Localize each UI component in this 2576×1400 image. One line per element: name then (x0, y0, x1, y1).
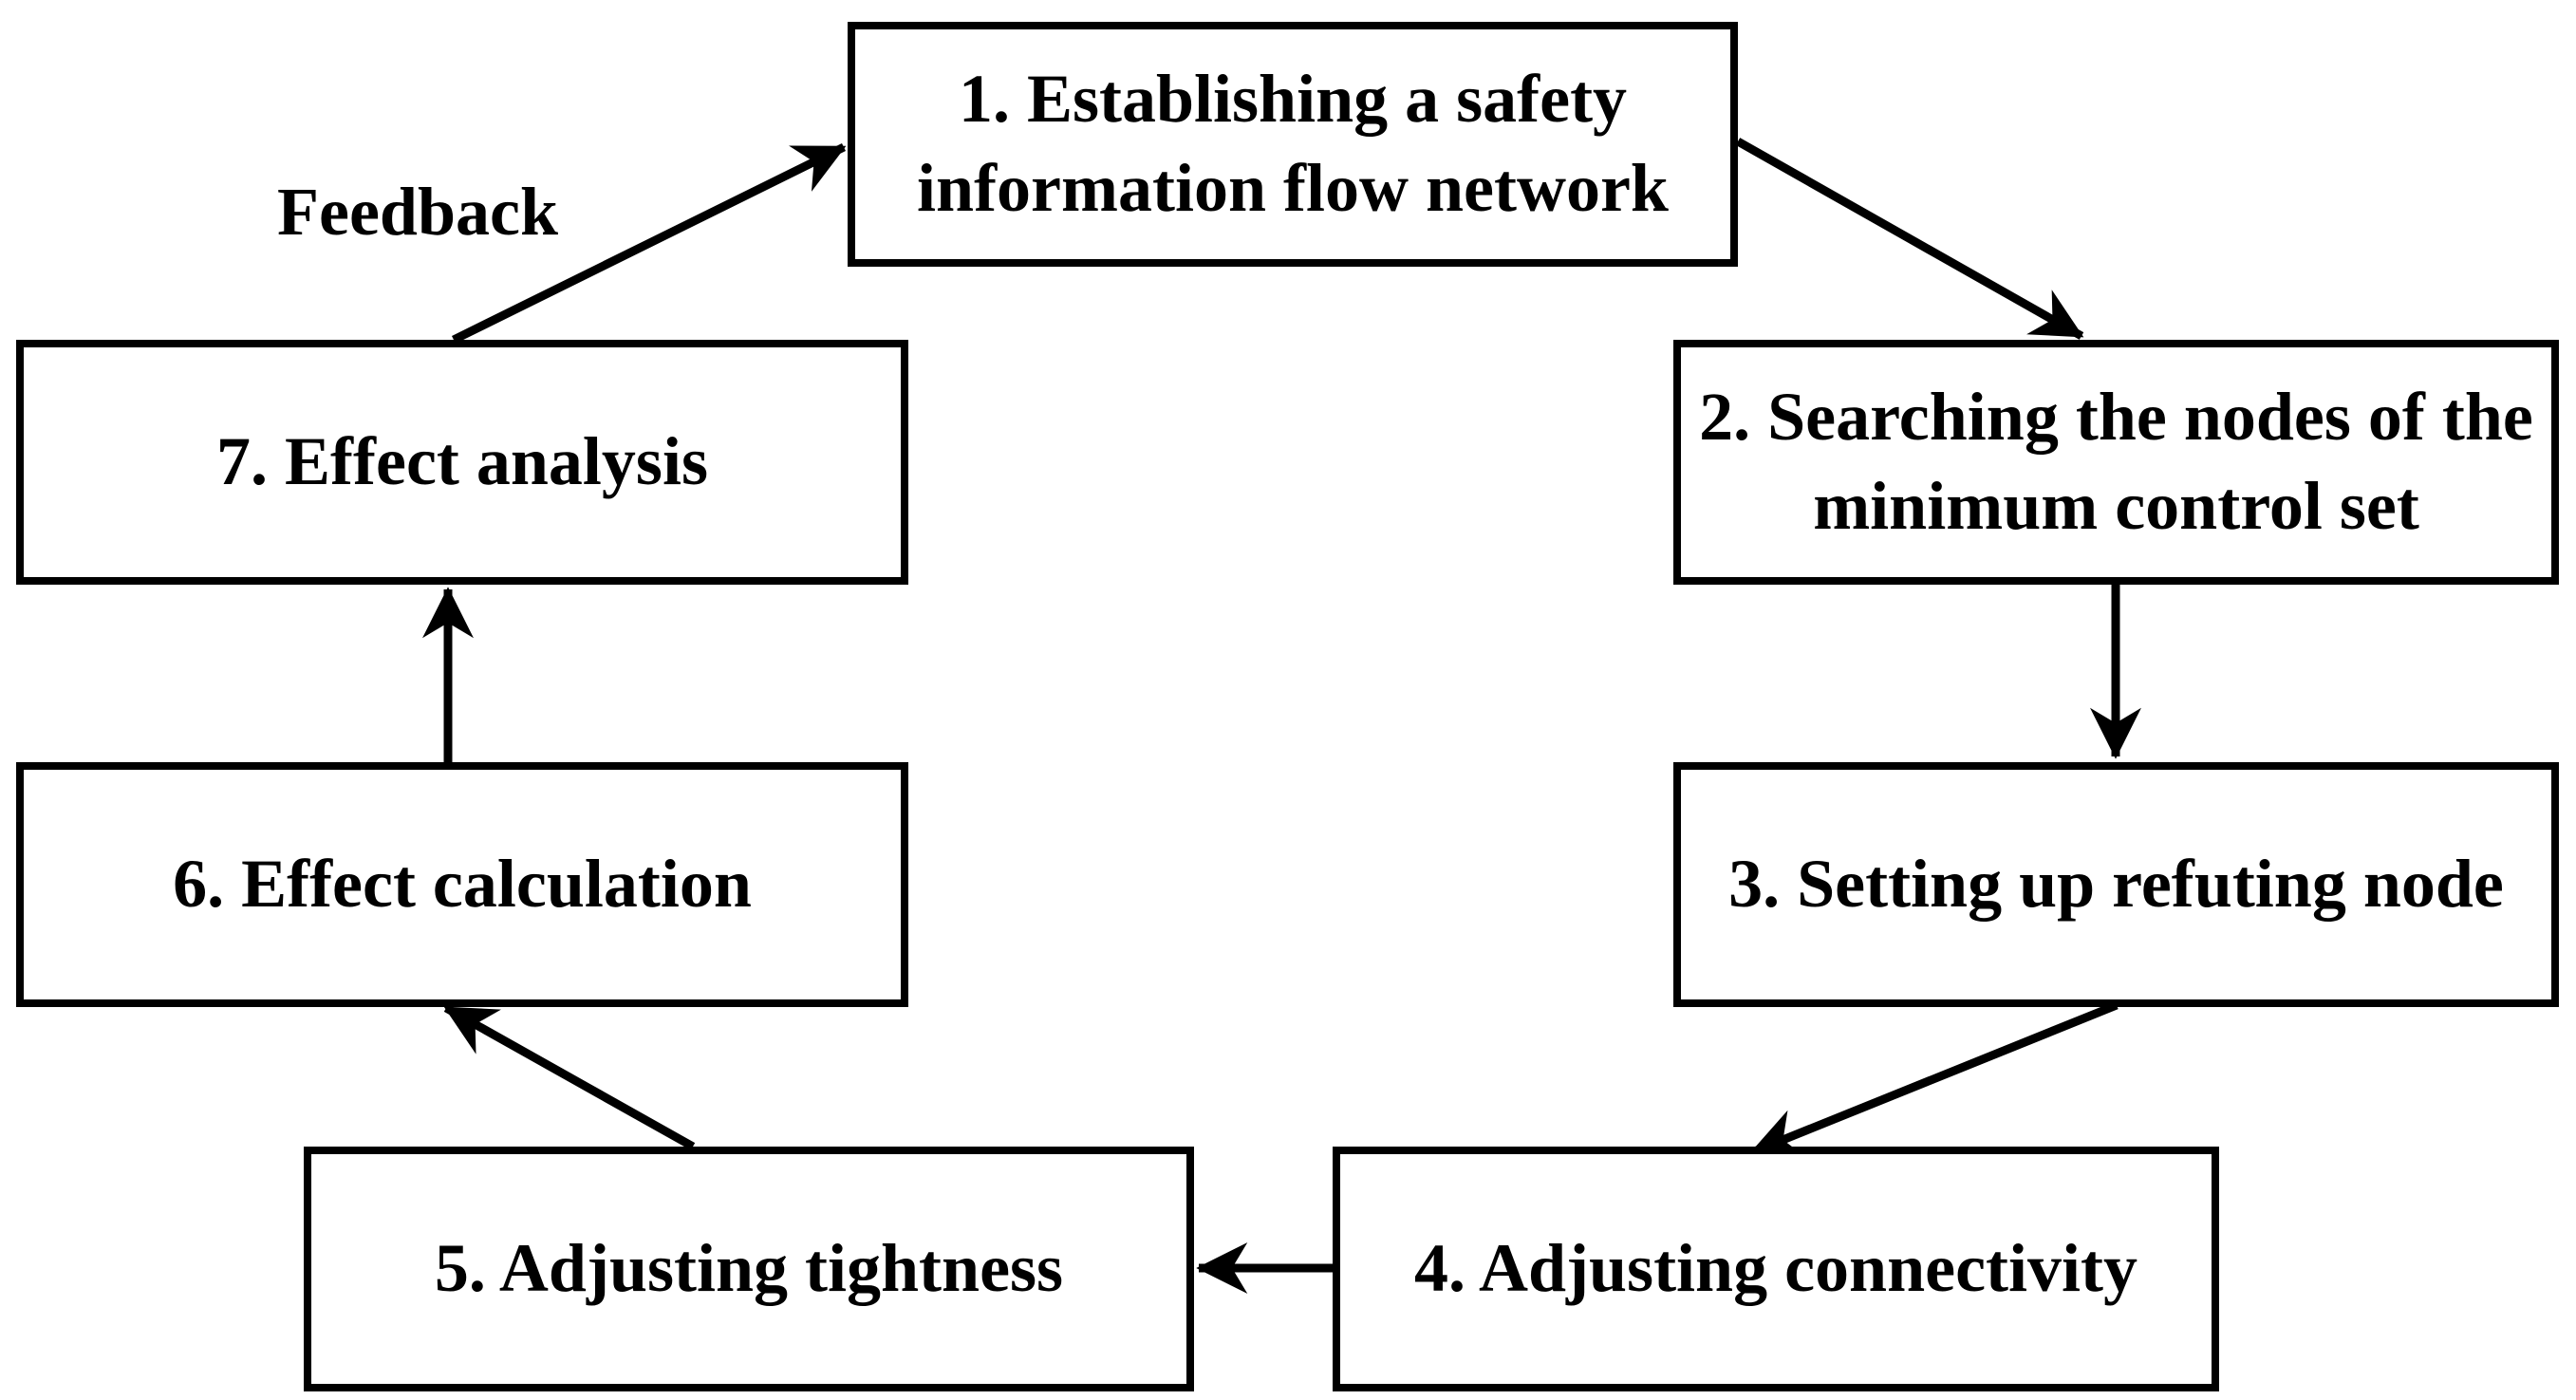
arrow-3-to-4 (1749, 1000, 2119, 1158)
arrow-5-to-6 (443, 1004, 696, 1150)
node-5-adjusting-tightness: 5. Adjusting tightness (304, 1147, 1194, 1391)
node-1-label: 1. Establishing a safety information flo… (917, 61, 1669, 226)
node-7-label: 7. Effect analysis (216, 423, 708, 500)
node-7-effect-analysis: 7. Effect analysis (16, 340, 908, 585)
arrow-7-to-1-feedback (452, 142, 847, 345)
node-3-label: 3. Setting up refuting node (1728, 846, 2504, 923)
arrow-1-to-2 (1735, 138, 2084, 340)
node-2-label: 2. Searching the nodes of the minimum co… (1699, 379, 2533, 544)
node-2-searching-minimum-control-set: 2. Searching the nodes of the minimum co… (1673, 340, 2559, 585)
node-4-label: 4. Adjusting connectivity (1413, 1230, 2138, 1307)
node-6-label: 6. Effect calculation (173, 846, 752, 923)
node-1-establishing-safety-network: 1. Establishing a safety information flo… (848, 22, 1738, 267)
node-5-label: 5. Adjusting tightness (434, 1230, 1064, 1307)
node-3-setting-up-refuting-node: 3. Setting up refuting node (1673, 762, 2559, 1007)
feedback-label: Feedback (277, 174, 558, 250)
node-6-effect-calculation: 6. Effect calculation (16, 762, 908, 1007)
node-4-adjusting-connectivity: 4. Adjusting connectivity (1333, 1147, 2219, 1391)
